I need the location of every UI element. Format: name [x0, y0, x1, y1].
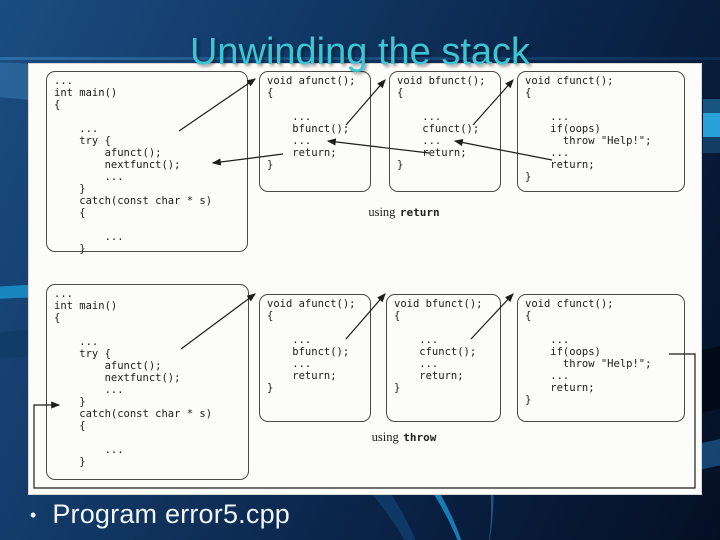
content-panel: ... int main() { ... try { afunct(); nex…: [28, 63, 702, 495]
code-box-main-throw: ... int main() { ... try { afunct(); nex…: [46, 284, 249, 480]
slide-title: Unwinding the stack: [189, 31, 531, 74]
code-afunct-return: void afunct(); { ... bfunct(); ... retur…: [267, 75, 356, 171]
accent-chip: [703, 113, 720, 137]
top-divider-line: [0, 57, 720, 60]
code-main-throw: ... int main() { ... try { afunct(); nex…: [54, 288, 213, 468]
bullet-text: Program error5.cpp: [52, 499, 291, 529]
label-keyword: return: [399, 206, 440, 219]
code-afunct-throw: void afunct(); { ... bfunct(); ... retur…: [267, 298, 356, 394]
code-box-main-return: ... int main() { ... try { afunct(); nex…: [46, 71, 248, 255]
code-box-bfunct-throw: void bfunct(); { ... cfunct(); ... retur…: [386, 294, 501, 422]
bullet-item: • Program error5.cpp: [30, 499, 290, 530]
diagram-label-return: using return: [319, 203, 489, 221]
code-cfunct-return: void cfunct(); { ... if(oops) throw "Hel…: [525, 75, 652, 183]
diagram-label-throw: using throw: [319, 428, 489, 446]
label-word: using: [371, 430, 399, 444]
code-cfunct-throw: void cfunct(); { ... if(oops) throw "Hel…: [525, 298, 652, 406]
code-box-afunct-return: void afunct(); { ... bfunct(); ... retur…: [259, 71, 371, 192]
code-box-bfunct-return: void bfunct(); { ... cfunct(); ... retur…: [389, 71, 501, 192]
code-box-afunct-throw: void afunct(); { ... bfunct(); ... retur…: [259, 294, 371, 422]
code-main-return: ... int main() { ... try { afunct(); nex…: [54, 75, 213, 255]
bullet-icon: •: [30, 505, 37, 525]
code-box-cfunct-return: void cfunct(); { ... if(oops) throw "Hel…: [517, 71, 685, 192]
code-bfunct-return: void bfunct(); { ... cfunct(); ... retur…: [397, 75, 486, 171]
label-word: using: [368, 205, 396, 219]
code-box-cfunct-throw: void cfunct(); { ... if(oops) throw "Hel…: [517, 294, 685, 422]
label-keyword: throw: [403, 431, 437, 444]
code-bfunct-throw: void bfunct(); { ... cfunct(); ... retur…: [394, 298, 483, 394]
